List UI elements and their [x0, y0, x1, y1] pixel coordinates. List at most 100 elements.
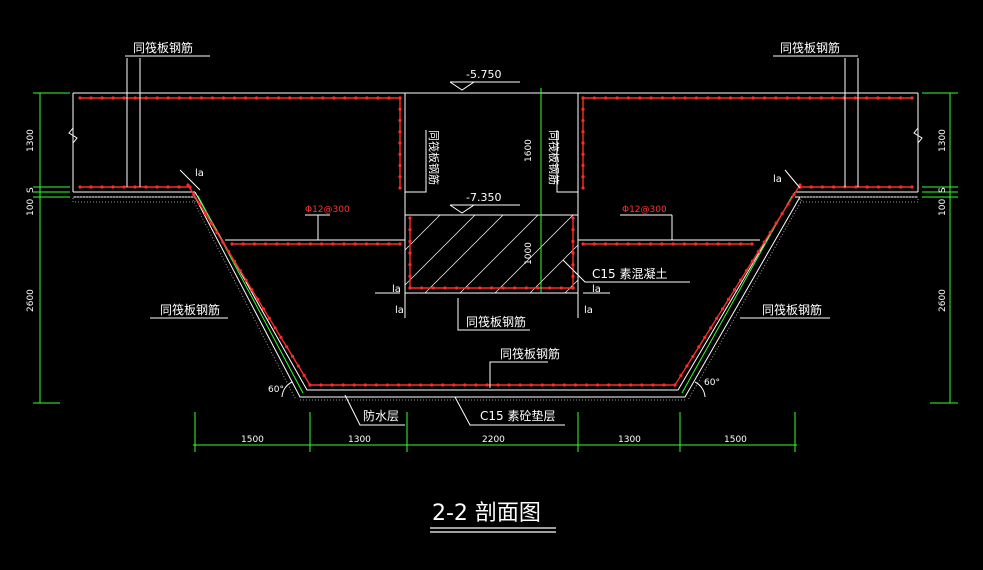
rebar-dot: [256, 297, 260, 301]
rebar-dot: [581, 152, 585, 156]
label-c15-cushion: C15 素砼垫层: [480, 408, 555, 423]
rebar-dot: [454, 286, 459, 290]
rebar-dot: [717, 96, 721, 100]
rebar-dot: [691, 354, 695, 359]
rebar-dot: [615, 242, 619, 246]
rebar-dot: [660, 96, 665, 100]
anchor-la-4: la: [592, 284, 601, 295]
rebar-dot: [808, 96, 812, 100]
rebar-dot: [715, 316, 719, 320]
rebar-dot: [215, 231, 219, 235]
dim-h-2: 1300: [348, 435, 371, 445]
rebar-dot: [144, 96, 148, 100]
rebar-dot: [232, 259, 237, 263]
labels: 同筏板钢筋 同筏板钢筋 -5.750 -7.350 同筏板钢筋 同筏板钢筋 16…: [26, 40, 948, 526]
label-right-slope-rebar: 同筏板钢筋: [762, 302, 822, 317]
rebar-dot: [188, 96, 192, 100]
structure-outline: [68, 92, 923, 398]
rebar-dot: [398, 152, 402, 156]
rebar-dot: [264, 242, 268, 246]
rebar-dot: [302, 373, 306, 378]
rebar-dot: [518, 383, 522, 387]
rebar-dot: [592, 242, 596, 246]
rebar-dot: [408, 239, 412, 243]
rebar-dot: [166, 96, 170, 100]
rebar-dot: [290, 354, 295, 359]
rebar-dot: [581, 130, 585, 134]
rebar-dot: [615, 96, 619, 100]
rebar-dot: [573, 383, 578, 387]
rebar-dot: [463, 383, 467, 387]
cushion-layer: [72, 196, 919, 401]
label-angle-right: 60°: [704, 378, 720, 388]
label-waterproof: 防水层: [363, 408, 399, 423]
rebar-dot: [728, 96, 733, 100]
rebar-dot: [398, 186, 402, 190]
anchor-la-3: la: [392, 284, 401, 295]
rebar-dot: [376, 96, 380, 100]
rebar-dot: [673, 383, 677, 387]
rebar-dot: [122, 96, 126, 100]
rebar-dot: [408, 286, 412, 290]
dim-h-3: 2200: [482, 435, 505, 445]
rebar-dot: [626, 96, 630, 100]
rebar-dot: [671, 242, 675, 246]
rebar-dot: [744, 269, 749, 273]
dim-left-2600: 2600: [26, 289, 36, 312]
rebar-dot: [595, 383, 600, 387]
rebar-dot: [241, 242, 245, 246]
rebar-dot: [331, 242, 335, 246]
rebar-dot: [887, 96, 891, 100]
label-angle-left: 60°: [268, 385, 284, 395]
rebar-dot: [559, 286, 563, 290]
dim-right-s: S: [938, 187, 948, 193]
rebar-dot: [830, 96, 835, 100]
rebar-dot: [876, 96, 880, 100]
rebar-dot: [89, 96, 93, 100]
rebar-dot: [626, 242, 630, 246]
rebar-dot: [899, 185, 903, 189]
rebar-dot: [762, 240, 766, 244]
rebar-dot: [385, 383, 390, 387]
rebar-dot: [244, 278, 248, 282]
rebar-dot: [297, 242, 301, 246]
rebar-dot: [571, 274, 575, 278]
dim-h-1: 1500: [241, 435, 264, 445]
rebar-dot: [111, 96, 115, 100]
rebar-dot: [192, 192, 196, 197]
rebar-dot: [408, 228, 412, 232]
dim-left-s: S: [26, 187, 36, 193]
rebar-dot: [604, 96, 608, 100]
rebar-dot: [774, 221, 778, 225]
rebar-dot: [285, 345, 289, 349]
rebar-dot: [865, 96, 869, 100]
rebar-dot: [683, 96, 687, 100]
rebar-dot: [607, 383, 611, 387]
rebar-dot: [651, 383, 655, 387]
rebar-dot: [581, 118, 585, 123]
rebar-dot: [489, 286, 494, 290]
drawing-title: 2-2 剖面图: [432, 501, 541, 526]
label-pit-left-rebar: 同筏板钢筋: [427, 130, 441, 185]
rebar-dot: [122, 185, 126, 189]
label-left-slope-rebar: 同筏板钢筋: [160, 302, 220, 317]
rebar-dot: [396, 383, 401, 387]
rebar-dot: [342, 242, 346, 246]
label-top-right-rebar: 同筏板钢筋: [780, 40, 840, 55]
rebar-dot: [341, 383, 345, 387]
rebar-dot: [155, 185, 159, 189]
rebar-dot: [660, 242, 664, 246]
rebar-dot: [133, 96, 137, 100]
rebar-dot: [441, 383, 445, 387]
rebar-dot: [786, 202, 790, 206]
rebar-dot: [682, 242, 687, 246]
rebar-dot: [548, 286, 552, 290]
rebar-dot: [571, 263, 575, 267]
rebar-dot: [199, 96, 203, 100]
rebar-dot: [398, 242, 402, 246]
elevation-top: -5.750: [466, 68, 501, 81]
rebar-dot: [407, 383, 412, 387]
rebar-dot: [133, 185, 137, 189]
rebar-dot: [706, 96, 710, 100]
